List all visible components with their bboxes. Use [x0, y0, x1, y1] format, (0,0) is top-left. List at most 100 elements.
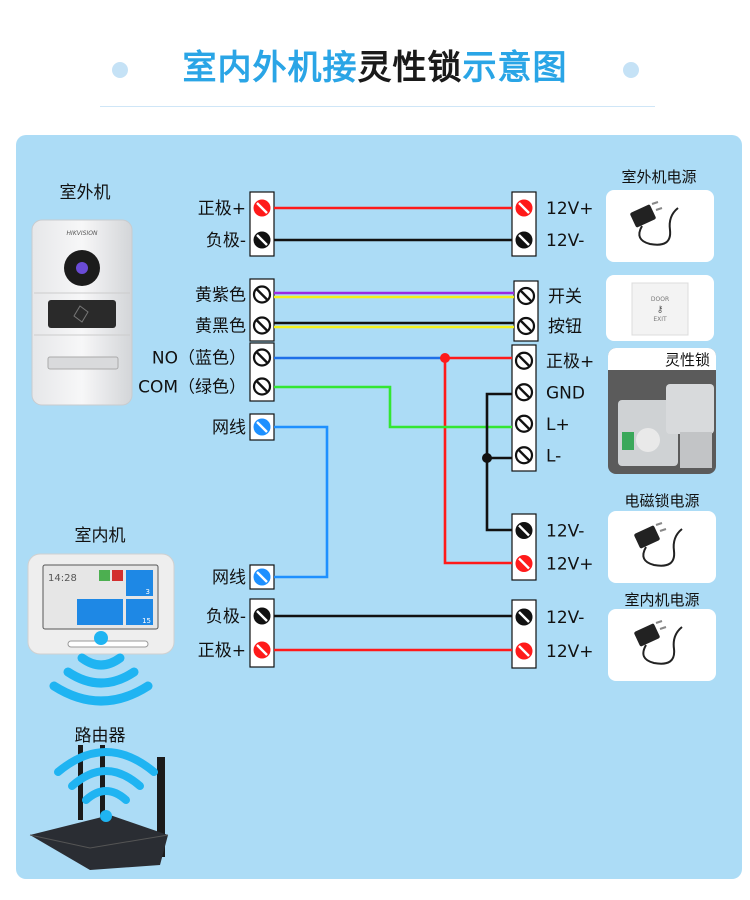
screw-red-icon: [515, 199, 533, 217]
terminal-label: 12V-: [546, 608, 584, 628]
screw-slot: [256, 288, 268, 301]
screw-slot: [518, 645, 530, 657]
screw-black-icon: [515, 522, 533, 539]
wire-network: [274, 425, 329, 579]
terminal-label: 正极+: [546, 352, 594, 372]
screw-red-icon: [515, 555, 533, 572]
screw-plain-icon: [252, 348, 272, 367]
screw-black-icon: [253, 607, 271, 625]
decor-dot-right: [623, 62, 639, 78]
screw-slot: [518, 234, 530, 246]
terminal-label: 负极-: [206, 607, 246, 627]
terminal-label: 黄紫色: [195, 286, 246, 306]
wire-com-green: [274, 385, 512, 429]
screw-plain-icon: [252, 316, 272, 335]
terminal-label: GND: [546, 383, 585, 403]
screw-plain-icon: [252, 377, 272, 396]
indoor-psu-caption: 室内机电源: [624, 591, 699, 609]
screw-slot: [256, 351, 268, 364]
screw-red-icon: [515, 642, 533, 660]
decor-dot-left: [112, 62, 128, 78]
screw-blue-icon: [253, 418, 271, 436]
screw-slot: [256, 202, 268, 214]
terminal-label: 网线: [212, 568, 246, 588]
wire-lock-psu-positive: [443, 358, 512, 565]
title-part-3: 示意图: [462, 48, 568, 88]
terminal-label: 按钮: [548, 317, 582, 337]
screw-slot: [518, 386, 530, 399]
screw-plain-icon: [514, 446, 534, 465]
terminal-label: NO（蓝色）: [152, 349, 246, 369]
screw-slot: [256, 319, 268, 332]
terminal-label: 12V+: [546, 199, 594, 219]
screw-slot: [518, 202, 530, 214]
screw-slot: [520, 290, 532, 302]
terminal-label: 正极+: [198, 199, 246, 219]
router-label: 路由器: [75, 726, 126, 746]
terminal-label: L+: [546, 415, 570, 435]
terminal-label: 12V+: [546, 555, 594, 575]
screw-slot: [518, 524, 530, 537]
screw-plain-icon: [516, 316, 536, 336]
wire-lock-gnd: [485, 392, 512, 532]
screw-slot: [256, 380, 268, 393]
screw-slot: [518, 611, 530, 623]
outdoor-brand: HIKVISION: [67, 230, 98, 237]
screw-slot: [518, 557, 530, 570]
screw-slot: [518, 354, 530, 367]
terminal-label: 12V-: [546, 231, 584, 251]
title-part-2: 灵性锁: [357, 48, 463, 88]
screw-black-icon: [515, 231, 533, 249]
title-part-1: 室内外机接: [182, 48, 358, 88]
indoor-unit-image: 14:28 3 15: [27, 553, 175, 655]
screw-slot: [518, 449, 530, 462]
screw-slot: [256, 234, 268, 246]
screw-plain-icon: [514, 351, 534, 370]
terminal-label: 开关: [548, 287, 582, 307]
key-icon: ⚷: [657, 305, 664, 315]
terminal-label: 负极-: [206, 231, 246, 251]
screw-slot: [256, 421, 268, 433]
exit-button-card: DOOR ⚷ EXIT: [606, 275, 714, 341]
outdoor-psu-caption: 室外机电源: [621, 168, 696, 186]
screw-plain-icon: [514, 414, 534, 433]
screw-slot: [256, 610, 268, 622]
page-title: 室内外机接灵性锁示意图: [0, 40, 750, 89]
terminal-label: COM（绿色）: [138, 378, 246, 398]
junction-dot: [482, 453, 492, 463]
screw-plain-icon: [516, 286, 536, 306]
screw-slot: [256, 644, 268, 656]
terminal-label: 正极+: [198, 641, 246, 661]
terminal-label: 黄黑色: [195, 317, 246, 337]
junction-dot: [440, 353, 450, 363]
indoor-psu-card: 室内机电源: [608, 591, 716, 681]
lock-psu-caption: 电磁锁电源: [624, 492, 699, 510]
screw-slot: [256, 571, 268, 583]
indoor-msg-count: 15: [142, 617, 151, 625]
screw-red-icon: [253, 641, 271, 659]
terminal-label: 12V-: [546, 522, 584, 542]
outdoor-psu-card: 室外机电源: [606, 168, 714, 262]
terminal-label: 12V+: [546, 642, 594, 662]
lock-psu-card: 电磁锁电源: [608, 492, 716, 583]
indoor-unit-label: 室内机: [75, 526, 126, 546]
screw-black-icon: [515, 608, 533, 626]
screw-black-icon: [253, 231, 271, 249]
outdoor-unit-label: 室外机: [60, 183, 111, 203]
indoor-screen-time: 14:28: [48, 573, 77, 584]
title-divider: [100, 106, 655, 107]
router-wifi-icon: [54, 748, 158, 822]
door-text: DOOR: [651, 296, 669, 303]
screw-plain-icon: [252, 285, 272, 304]
power-adapter-icon: [634, 620, 683, 665]
lock-caption: 灵性锁: [665, 351, 710, 369]
outdoor-unit-image: HIKVISION: [31, 219, 133, 406]
screw-slot: [518, 417, 530, 430]
terminal-label: L-: [546, 446, 561, 466]
power-adapter-icon: [634, 522, 683, 567]
terminal-label: 网线: [212, 418, 246, 438]
exit-text: EXIT: [653, 316, 667, 323]
power-adapter-icon: [630, 201, 679, 246]
screw-blue-icon: [253, 568, 271, 586]
